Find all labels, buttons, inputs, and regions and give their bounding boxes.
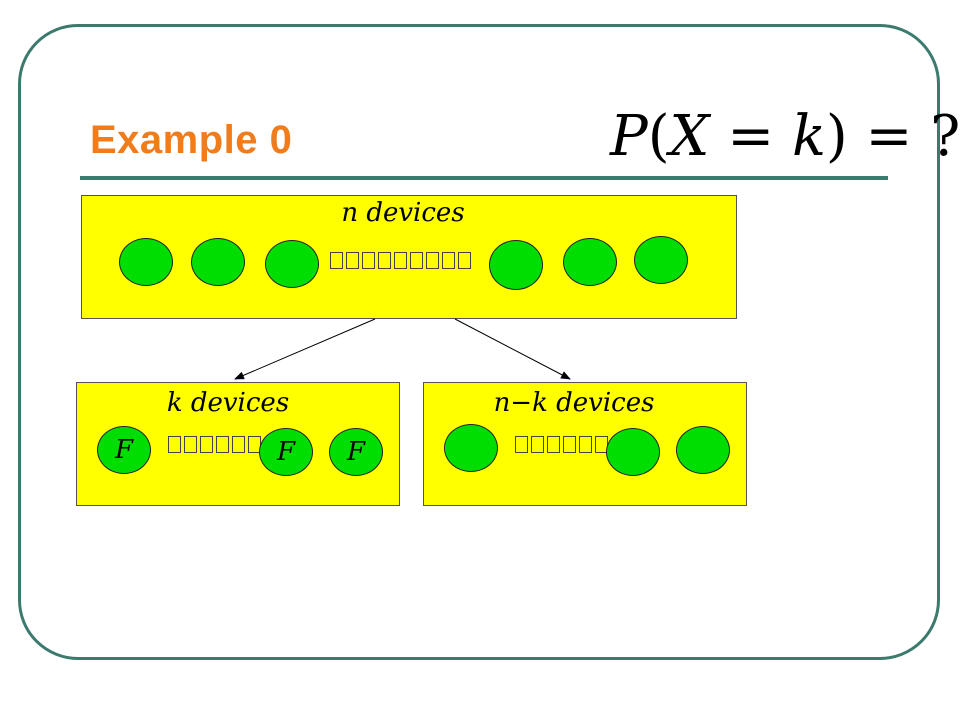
device-icon [676,426,730,474]
failed-device-icon: F [259,428,313,476]
working-devices-label: n−k devices [493,388,655,418]
ellipsis-placeholder-icon [168,436,261,453]
device-icon [444,424,498,472]
device-icon [191,238,245,286]
ellipsis-placeholder-icon [330,252,471,269]
arrow-to-working [454,318,571,380]
formula-question: ? [930,104,960,169]
arrow-to-failed [234,318,376,380]
device-icon [563,238,617,286]
formula-k: k [791,104,826,169]
all-devices-label: n devices [341,198,465,228]
formula-eq2: = [847,104,931,169]
slide-title: Example 0 [90,118,293,162]
device-icon [489,240,543,290]
slide-frame [18,24,940,660]
formula-close: ) [825,104,848,169]
probability-formula: P(X = k) = ? [610,104,960,169]
device-icon [119,238,173,286]
device-icon [634,236,688,284]
device-icon [265,240,319,288]
formula-p: P [610,104,648,169]
formula-eq1: = [709,104,792,169]
formula-open: ( [647,104,670,169]
failed-device-icon: F [329,428,383,476]
failed-devices-label: k devices [166,388,290,418]
all-devices-box [81,195,737,319]
title-divider [80,176,888,180]
failed-device-icon: F [97,426,151,474]
ellipsis-placeholder-icon [515,436,608,453]
formula-x: X [669,104,710,169]
device-icon [606,428,660,476]
